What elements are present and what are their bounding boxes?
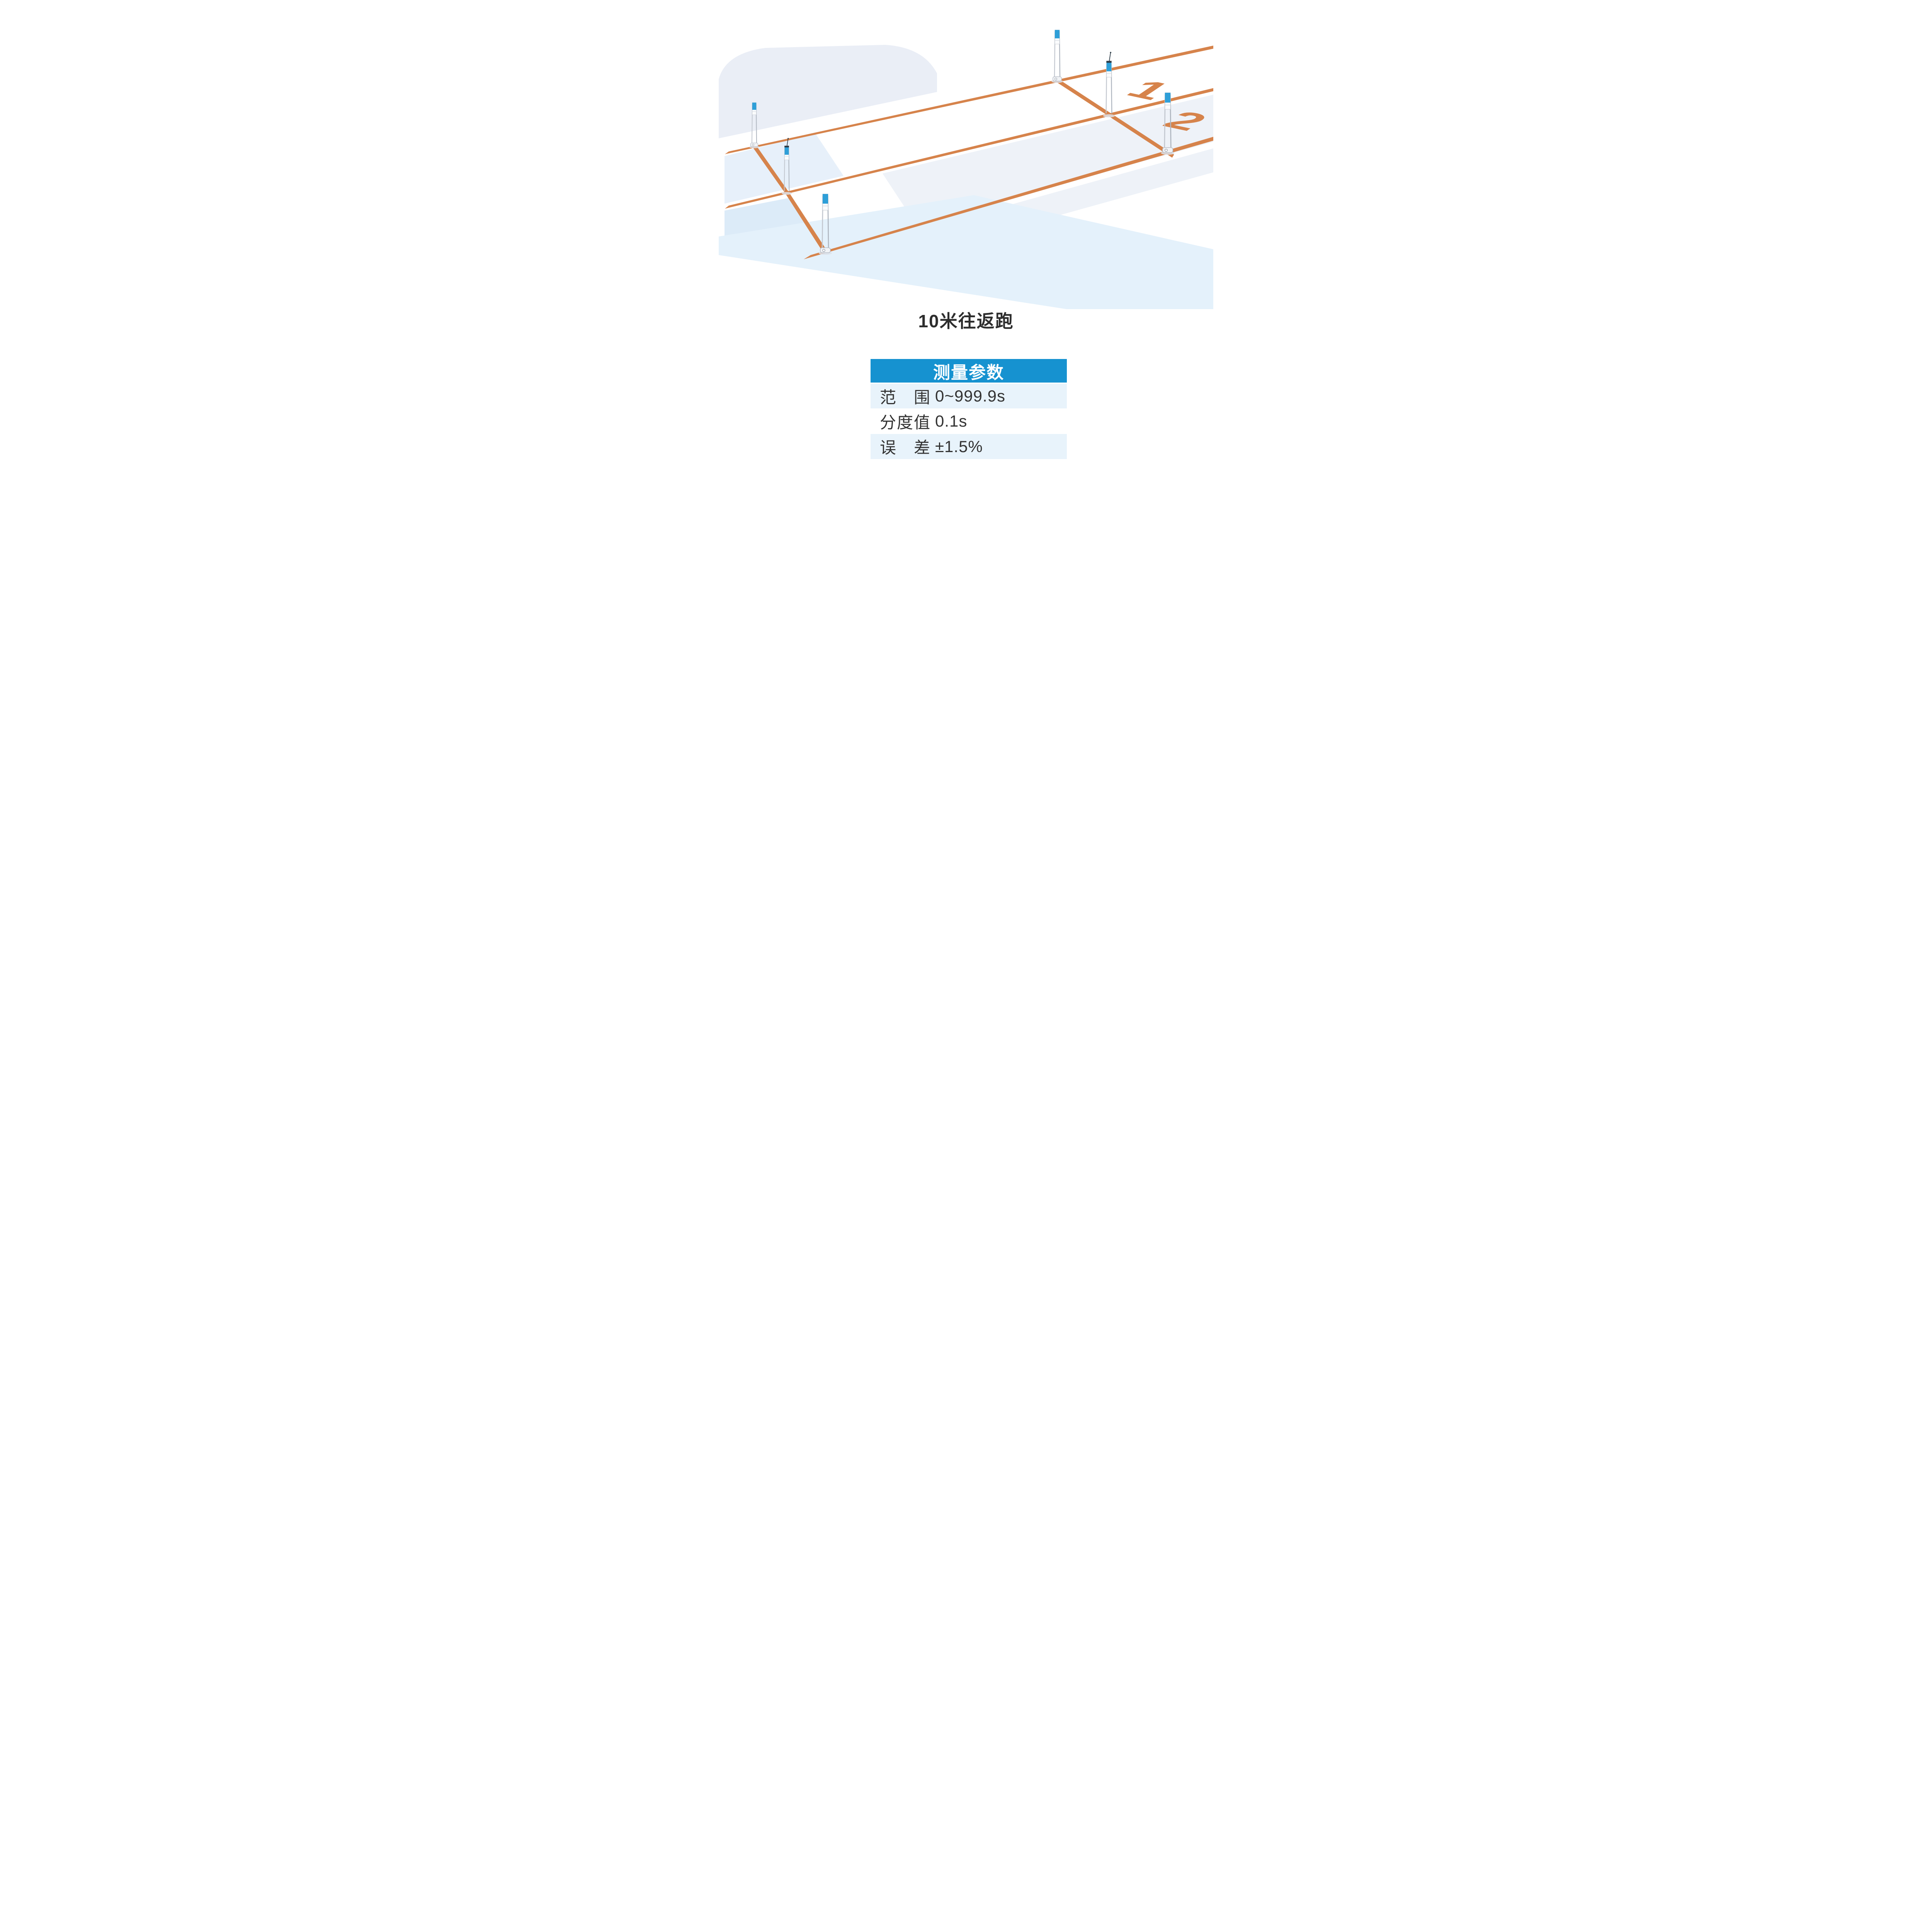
timing-gate-post-finish-antenna bbox=[1102, 51, 1116, 118]
param-label-range: 范围 bbox=[880, 388, 930, 407]
shuttle-run-track-illustration: 1 2 bbox=[719, 29, 1213, 309]
lane-line-bottom bbox=[804, 137, 1213, 259]
lane-line-middle bbox=[725, 88, 1213, 209]
illustration-title: 10米往返跑 bbox=[918, 311, 1014, 331]
param-value-range: 0~999.9s bbox=[935, 387, 1005, 405]
foreground-stripe-far bbox=[719, 195, 1213, 309]
product-infographic: 1 2 10米往返跑 测量参数 范围 0~999.9s 分度值 0.1s 误差 … bbox=[719, 0, 1213, 478]
measurement-params-table: 测量参数 范围 0~999.9s 分度值 0.1s 误差 ±1.5% bbox=[871, 359, 1067, 459]
params-row-range: 范围 0~999.9s bbox=[871, 384, 1067, 408]
lane-line-top bbox=[725, 46, 1213, 154]
param-value-error: ±1.5% bbox=[935, 437, 983, 456]
start-line bbox=[753, 145, 827, 253]
lane1-surface-tint bbox=[724, 133, 844, 204]
finish-line bbox=[1056, 79, 1174, 158]
params-table-header: 测量参数 bbox=[871, 359, 1067, 383]
timing-gate-post-finish-lane-top bbox=[1051, 29, 1063, 83]
param-label-division: 分度值 bbox=[880, 413, 930, 432]
background-blob bbox=[719, 45, 937, 138]
param-label-error: 误差 bbox=[880, 439, 930, 457]
param-value-division: 0.1s bbox=[935, 412, 968, 430]
params-row-error: 误差 ±1.5% bbox=[871, 434, 1067, 459]
params-row-division: 分度值 0.1s bbox=[871, 408, 1067, 434]
